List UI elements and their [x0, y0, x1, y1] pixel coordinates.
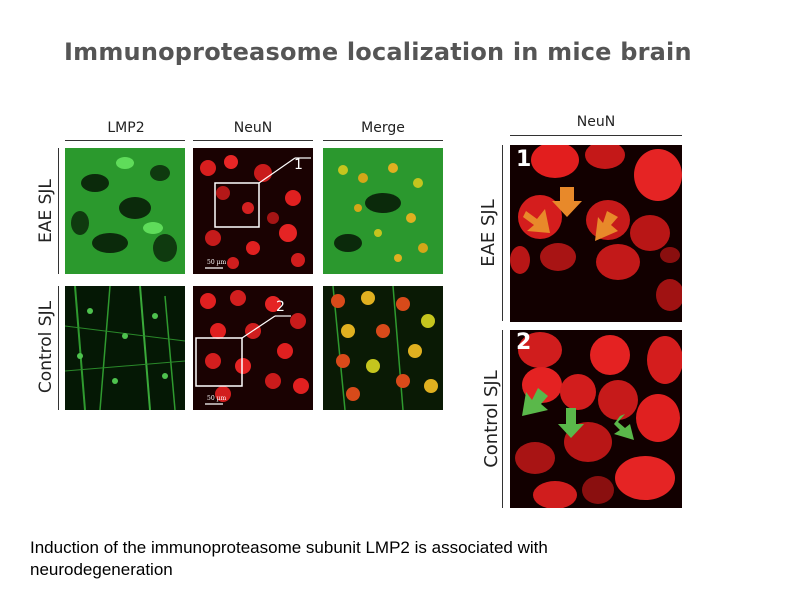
- slide-title: Immunoproteasome localization in mice br…: [64, 38, 692, 66]
- orange-arrows: [523, 187, 618, 241]
- row-label-eae: EAE SJL: [36, 179, 56, 243]
- row-rule: [502, 330, 503, 508]
- panel-label-1: 1: [516, 147, 532, 172]
- inset-label-1: 1: [294, 157, 303, 173]
- row-label-control: Control SJL: [36, 300, 56, 394]
- panel-merge-eae: [323, 148, 443, 274]
- col-header-lmp2: LMP2: [107, 120, 145, 136]
- header-rule: [193, 140, 313, 141]
- col-header-merge: Merge: [361, 120, 405, 136]
- scale-bar-label: 50 µm: [207, 259, 227, 266]
- row-label-eae-right: EAE SJL: [478, 199, 499, 267]
- arrow-icon: [522, 388, 548, 416]
- row-rule: [58, 286, 59, 410]
- arrow-icon: [595, 211, 618, 241]
- header-rule: [323, 140, 443, 141]
- inset-label-2: 2: [276, 299, 285, 315]
- panel-neun-zoom-control: 2: [510, 330, 682, 508]
- arrow-icon: [552, 187, 582, 217]
- arrow-icon: [558, 408, 584, 438]
- arrow-icon: [614, 414, 634, 440]
- panel-merge-control: [323, 286, 443, 410]
- green-arrows: [522, 388, 634, 440]
- panel-lmp2-eae: [65, 148, 185, 274]
- header-rule: [510, 135, 682, 136]
- panel-label-2: 2: [516, 330, 532, 355]
- row-rule: [58, 148, 59, 274]
- row-rule: [502, 145, 503, 321]
- panel-lmp2-control: [65, 286, 185, 410]
- arrow-icon: [523, 209, 550, 233]
- panel-neun-eae: 1 50 µm: [193, 148, 313, 274]
- col-header-neun-right: NeuN: [576, 114, 616, 130]
- scale-bar-label: 50 µm: [207, 395, 227, 402]
- header-rule: [65, 140, 185, 141]
- slide-caption: Induction of the immunoproteasome subuni…: [30, 538, 548, 579]
- row-label-control-right: Control SJL: [481, 370, 502, 468]
- col-header-neun: NeuN: [233, 120, 273, 136]
- panel-neun-control: 2 50 µm: [193, 286, 313, 410]
